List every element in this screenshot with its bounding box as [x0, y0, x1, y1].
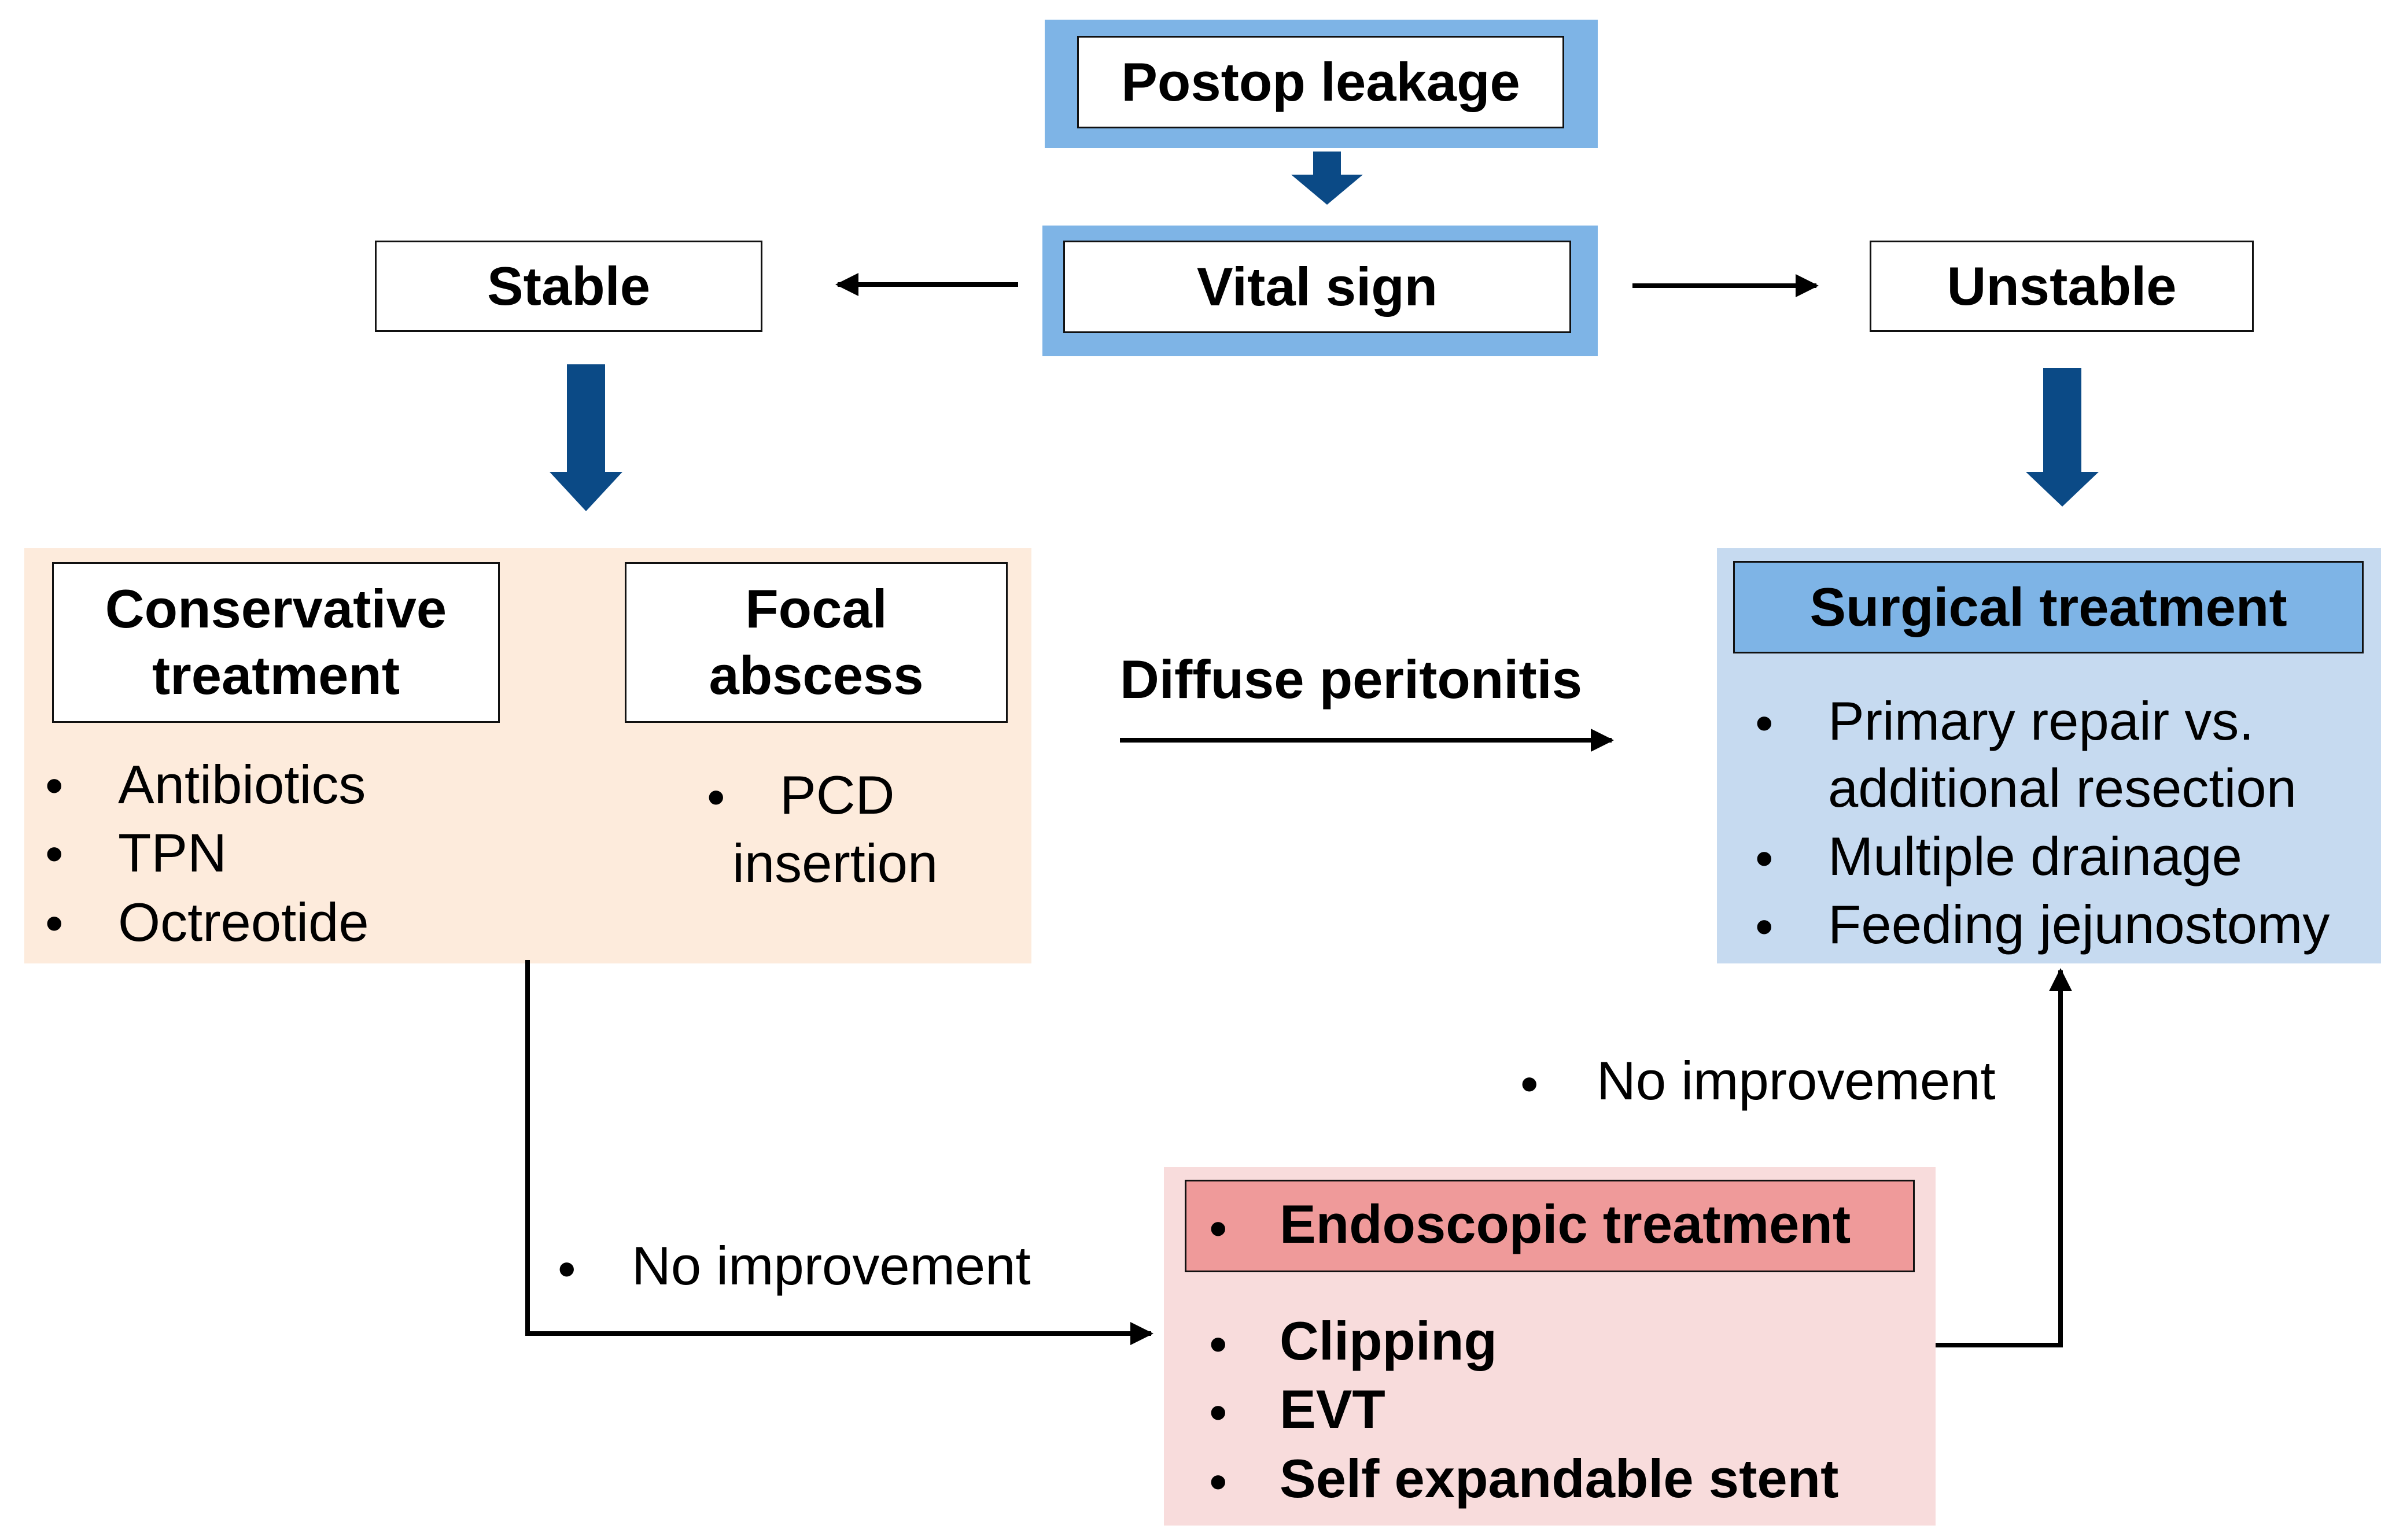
bullet: •: [45, 757, 64, 815]
bullet: •: [45, 825, 64, 883]
stable-label: Stable: [486, 256, 651, 316]
postop-leakage-box: Postop leakage: [1077, 36, 1564, 128]
focal-abscess-box: Focal abscess: [625, 562, 1008, 723]
bullet: •: [707, 769, 725, 826]
unstable-box: Unstable: [1870, 241, 2254, 332]
conservative-item: Octreotide: [118, 892, 369, 952]
no-improvement-label-left: No improvement: [632, 1235, 1031, 1296]
conservative-treatment-line1: Conservative: [105, 578, 447, 640]
bullet: •: [1209, 1316, 1228, 1373]
arrow-conservative-to-endoscopic: [525, 960, 1153, 1345]
stable-box: Stable: [375, 241, 762, 332]
unstable-label: Unstable: [1947, 256, 2177, 316]
bullet: •: [1209, 1200, 1228, 1258]
focal-abscess-line2: abscess: [709, 645, 924, 706]
bullet: •: [45, 895, 64, 952]
arrow-postop-to-vital: [1291, 152, 1363, 205]
bullet: •: [558, 1240, 576, 1298]
surgical-item-line2: additional resection: [1828, 758, 2297, 818]
bullet: •: [1755, 898, 1774, 956]
postop-leakage-label: Postop leakage: [1121, 51, 1520, 112]
vital-sign-box: Vital sign: [1063, 241, 1571, 333]
bullet: •: [1755, 830, 1774, 888]
arrow-stable-to-treatment: [550, 364, 622, 511]
endoscopic-item: EVT: [1280, 1379, 1385, 1439]
diffuse-peritonitis-label: Diffuse peritonitis: [1120, 649, 1583, 710]
bullet: •: [1755, 695, 1774, 752]
surgical-treatment-title: Surgical treatment: [1809, 577, 2287, 637]
endoscopic-treatment-header: [1185, 1180, 1915, 1272]
bullet: •: [1209, 1384, 1228, 1442]
arrow-endoscopic-to-surgical: [1936, 968, 2072, 1347]
focal-abscess-item-line1: PCD: [780, 765, 895, 825]
no-improvement-label-right: No improvement: [1597, 1050, 1996, 1111]
endoscopic-item: Clipping: [1280, 1310, 1497, 1371]
endoscopic-treatment-title: Endoscopic treatment: [1280, 1194, 1851, 1254]
bullet: •: [1209, 1453, 1228, 1511]
surgical-item: Feeding jejunostomy: [1828, 894, 2330, 955]
focal-abscess-line1: Focal: [745, 578, 887, 640]
focal-abscess-item-line2: insertion: [732, 833, 938, 893]
arrow-unstable-to-surgical: [2026, 368, 2099, 507]
surgical-item-line1: Primary repair vs.: [1828, 690, 2254, 751]
conservative-item: Antibiotics: [118, 754, 366, 815]
endoscopic-item: Self expandable stent: [1280, 1448, 1839, 1509]
surgical-treatment-box: Surgical treatment: [1733, 561, 2364, 653]
vital-sign-label: Vital sign: [1196, 256, 1438, 317]
conservative-treatment-line2: treatment: [152, 645, 400, 706]
conservative-item: TPN: [118, 822, 227, 883]
bullet: •: [1520, 1055, 1539, 1113]
surgical-item: Multiple drainage: [1828, 826, 2242, 887]
conservative-treatment-box: Conservative treatment: [52, 562, 500, 723]
